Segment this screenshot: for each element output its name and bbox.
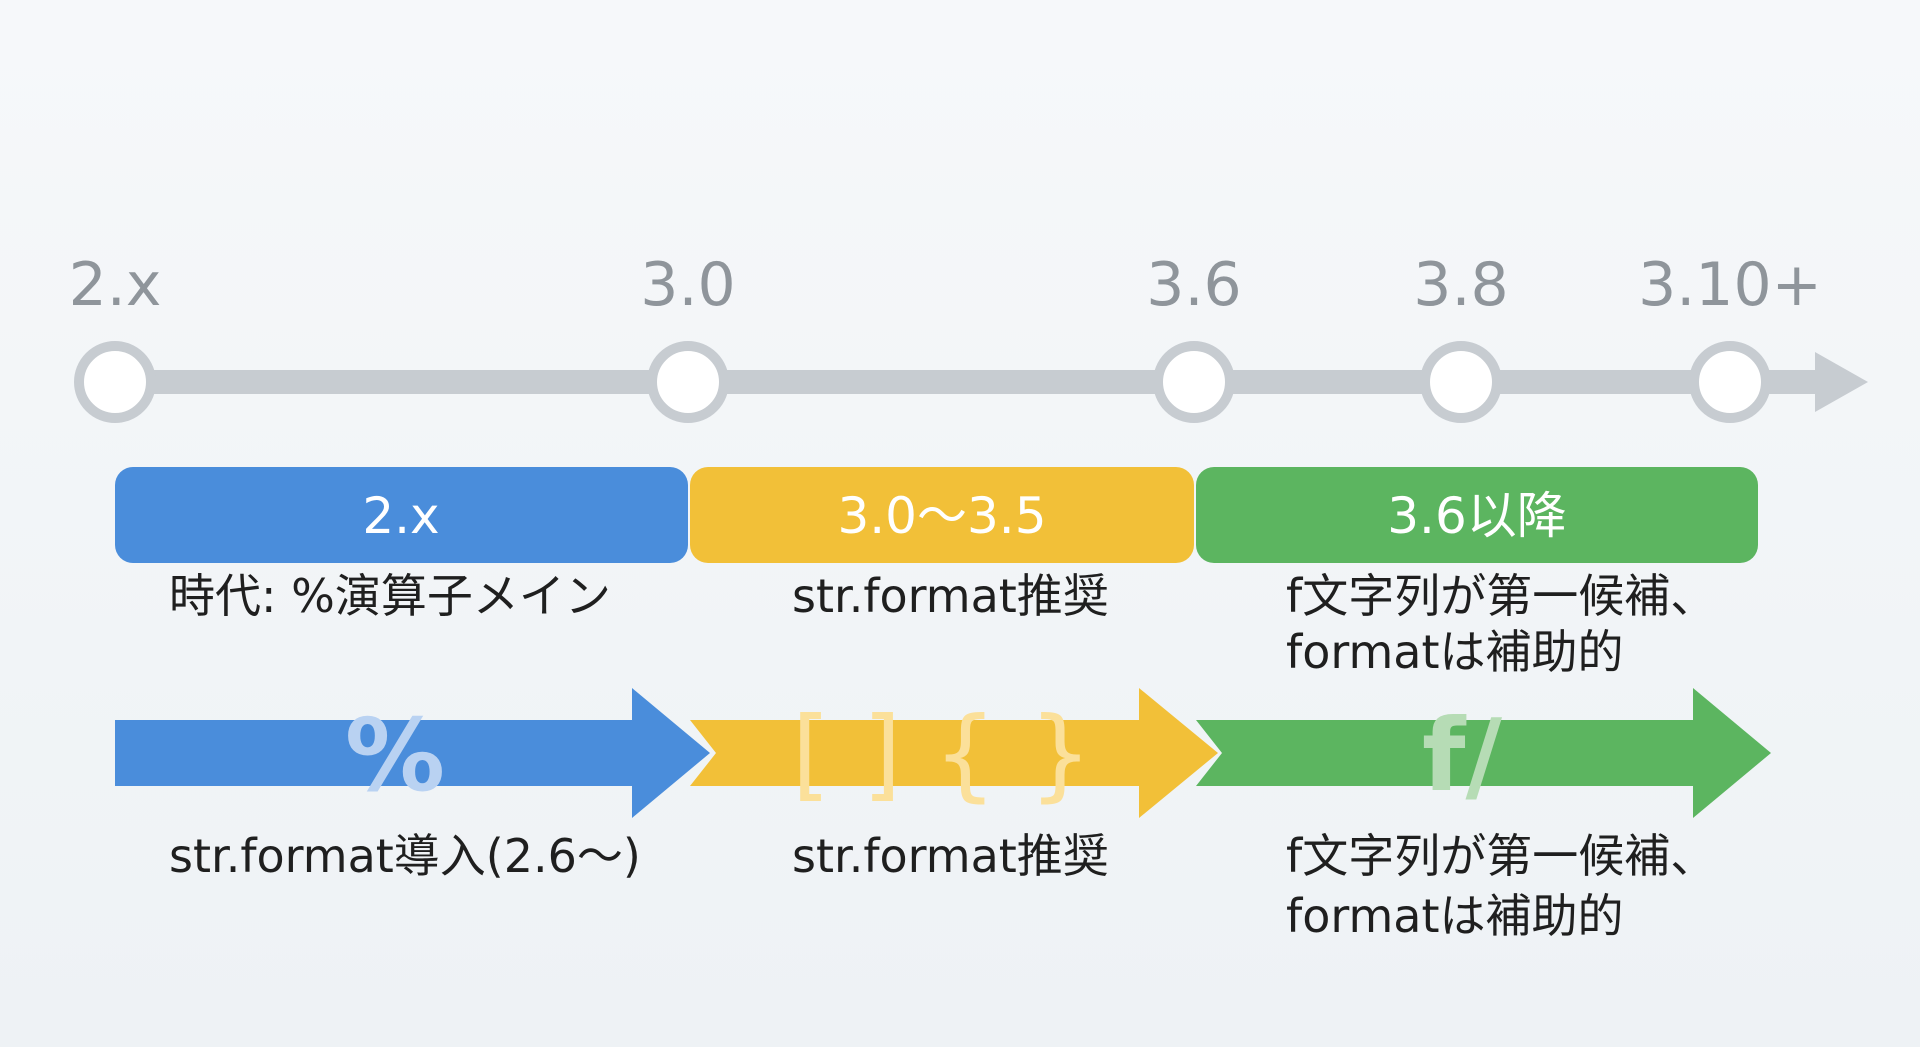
era-label: 3.6以降: [1387, 487, 1567, 545]
era-top-text: formatは補助的: [1286, 625, 1623, 679]
era-label: 3.0〜3.5: [837, 487, 1046, 545]
flow-arrow-2x: [115, 688, 710, 818]
era-bar-36: [1196, 467, 1758, 563]
era-top-text: f文字列が第一候補、: [1286, 569, 1716, 623]
timeline-node-36: [1153, 341, 1235, 423]
version-label: 3.6: [1146, 250, 1241, 320]
era-label: 2.x: [362, 487, 439, 545]
version-label: 3.8: [1413, 250, 1508, 320]
era-bottom-text: str.format推奨: [792, 829, 1109, 883]
timeline-node-38: [1420, 341, 1502, 423]
timeline-node-2x: [74, 341, 156, 423]
timeline-node-30: [647, 341, 729, 423]
era-bar-2x: [115, 467, 688, 563]
era-bar-30-35: [690, 467, 1194, 563]
flow-arrow-36: [1196, 688, 1771, 818]
flow-arrow-30-35: [690, 688, 1218, 818]
version-label: 2.x: [69, 250, 162, 320]
version-label: 3.10+: [1638, 250, 1822, 320]
version-label: 3.0: [640, 250, 735, 320]
brackets-symbol-icon: [ ] { }: [792, 695, 1093, 812]
f-string-symbol-icon: f/: [1422, 697, 1503, 814]
timeline-node-310: [1689, 341, 1771, 423]
era-bottom-text: str.format導入(2.6〜): [169, 829, 641, 883]
timeline-arrow-head: [1815, 352, 1868, 412]
percent-symbol-icon: %: [345, 697, 445, 814]
era-bottom-text: formatは補助的: [1286, 889, 1623, 943]
era-top-text: str.format推奨: [792, 569, 1109, 623]
era-bottom-text: f文字列が第一候補、: [1286, 829, 1716, 883]
era-top-text: 時代: %演算子メイン: [169, 569, 611, 623]
